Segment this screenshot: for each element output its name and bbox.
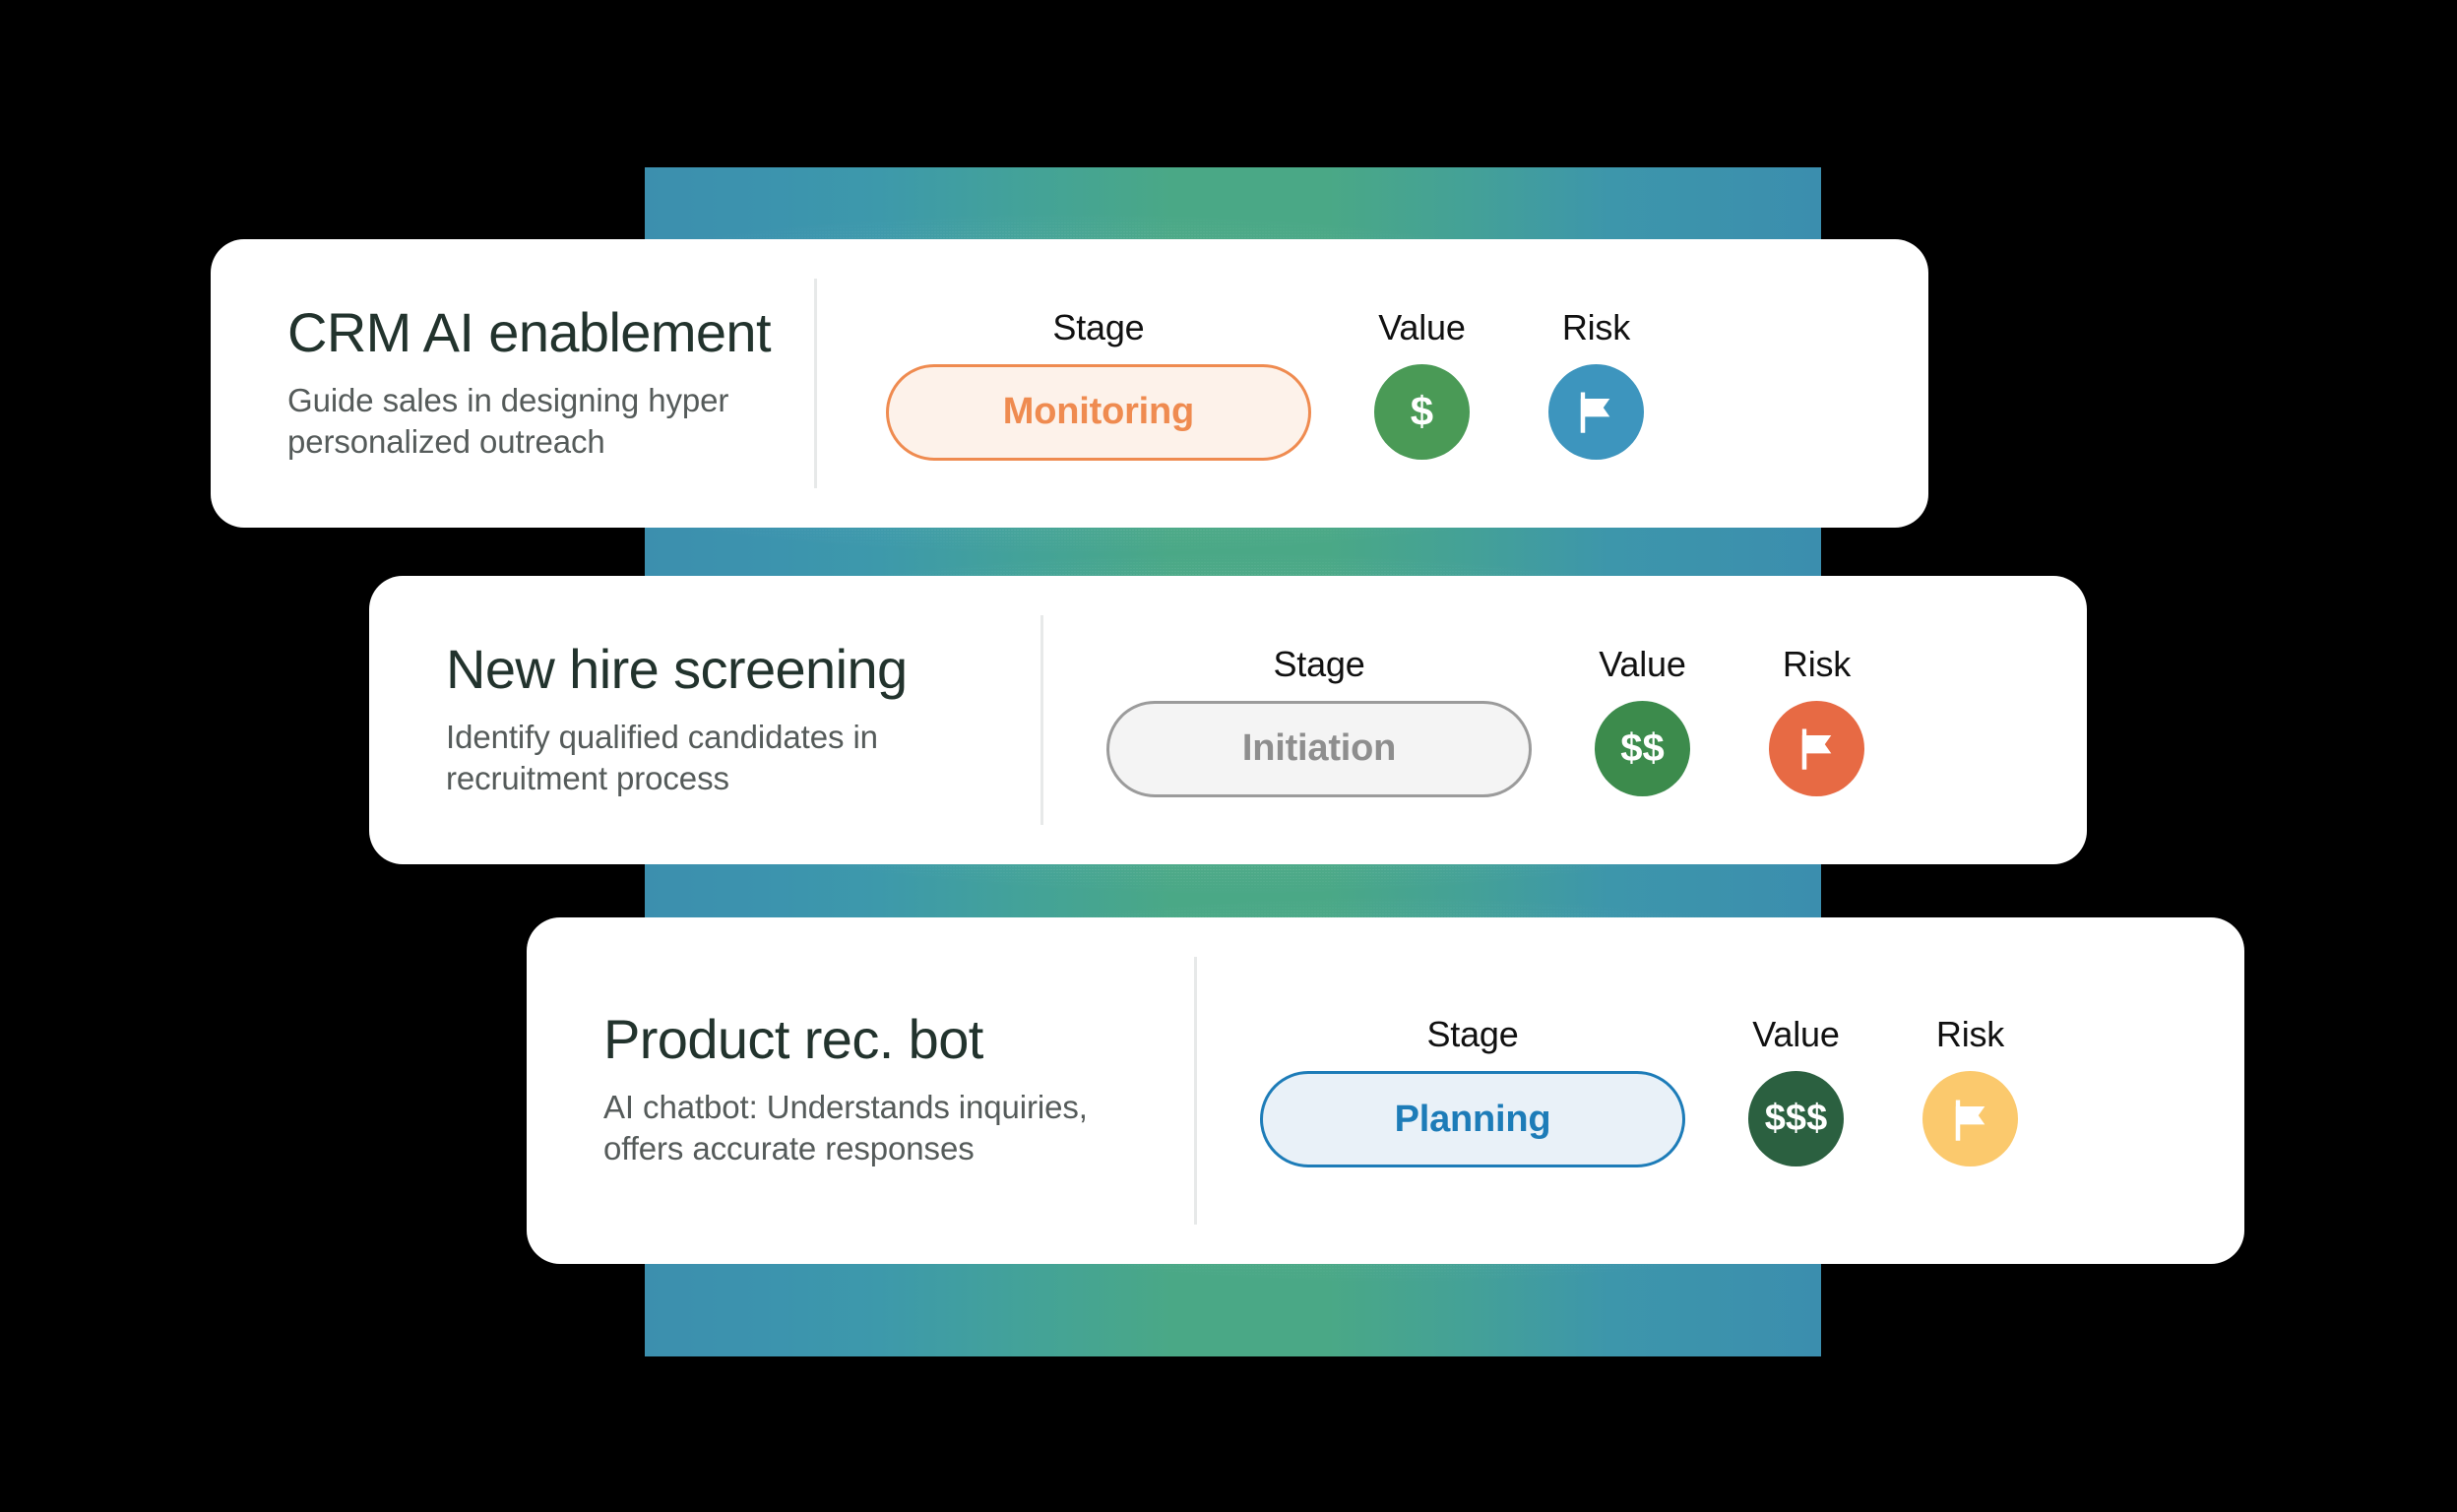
stage-pill[interactable]: Initiation <box>1106 700 1532 797</box>
card-divider <box>813 279 817 488</box>
risk-badge[interactable] <box>1922 1071 2018 1166</box>
flag-icon <box>1581 392 1610 433</box>
metric-stage: Stage Monitoring <box>885 306 1311 461</box>
risk-badge[interactable] <box>1547 363 1644 460</box>
card-metrics: Stage Initiation Value $$ Risk <box>1043 644 2087 797</box>
card-text-block: CRM AI enablement Guide sales in designi… <box>211 300 814 463</box>
card-divider <box>1040 615 1043 825</box>
metric-risk: Risk <box>1922 1014 2018 1166</box>
stage-header-label: Stage <box>1052 306 1145 347</box>
card-description: AI chatbot: Understands inquiries, offer… <box>603 1089 1088 1167</box>
metric-stage: Stage Initiation <box>1106 644 1532 797</box>
risk-header-label: Risk <box>1561 306 1631 347</box>
card-title: Product rec. bot <box>603 1008 983 1071</box>
risk-badge[interactable] <box>1769 700 1864 796</box>
metric-risk: Risk <box>1769 644 1864 796</box>
initiative-card-new-hire-screening[interactable]: New hire screening Identify qualified ca… <box>369 576 2087 864</box>
card-text-block: Product rec. bot AI chatbot: Understands… <box>527 1011 1194 1169</box>
metric-stage: Stage Planning <box>1260 1014 1685 1167</box>
stage-header-label: Stage <box>1273 643 1365 684</box>
card-description: Identify qualified candidates in recruit… <box>446 718 878 796</box>
card-metrics: Stage Planning Value $$$ Risk <box>1197 1014 2244 1167</box>
value-header-label: Value <box>1599 643 1686 684</box>
risk-header-label: Risk <box>1935 1014 2005 1054</box>
initiative-card-product-rec-bot[interactable]: Product rec. bot AI chatbot: Understands… <box>527 917 2244 1264</box>
card-description: Guide sales in designing hyper personali… <box>287 381 729 460</box>
stage-pill[interactable]: Planning <box>1260 1071 1685 1167</box>
value-header-label: Value <box>1752 1014 1840 1054</box>
flag-icon <box>1801 728 1831 770</box>
card-divider <box>1194 957 1197 1225</box>
card-title: CRM AI enablement <box>287 300 772 363</box>
flag-icon <box>1955 1100 1984 1141</box>
stage-pill[interactable]: Monitoring <box>885 363 1311 461</box>
card-metrics: Stage Monitoring Value $ Risk <box>817 307 1928 461</box>
card-title: New hire screening <box>446 637 908 700</box>
metric-value: Value $$$ <box>1748 1014 1844 1166</box>
metric-value: Value $$ <box>1595 644 1690 796</box>
card-text-block: New hire screening Identify qualified ca… <box>369 637 1040 799</box>
value-header-label: Value <box>1378 306 1466 347</box>
risk-header-label: Risk <box>1782 643 1852 684</box>
stage-header-label: Stage <box>1426 1014 1519 1054</box>
value-badge[interactable]: $$$ <box>1748 1071 1844 1166</box>
value-badge[interactable]: $ <box>1373 363 1470 460</box>
metric-value: Value $ <box>1373 306 1470 460</box>
value-badge[interactable]: $$ <box>1595 700 1690 796</box>
initiative-card-crm-ai-enablement[interactable]: CRM AI enablement Guide sales in designi… <box>211 239 1928 528</box>
metric-risk: Risk <box>1547 306 1644 460</box>
